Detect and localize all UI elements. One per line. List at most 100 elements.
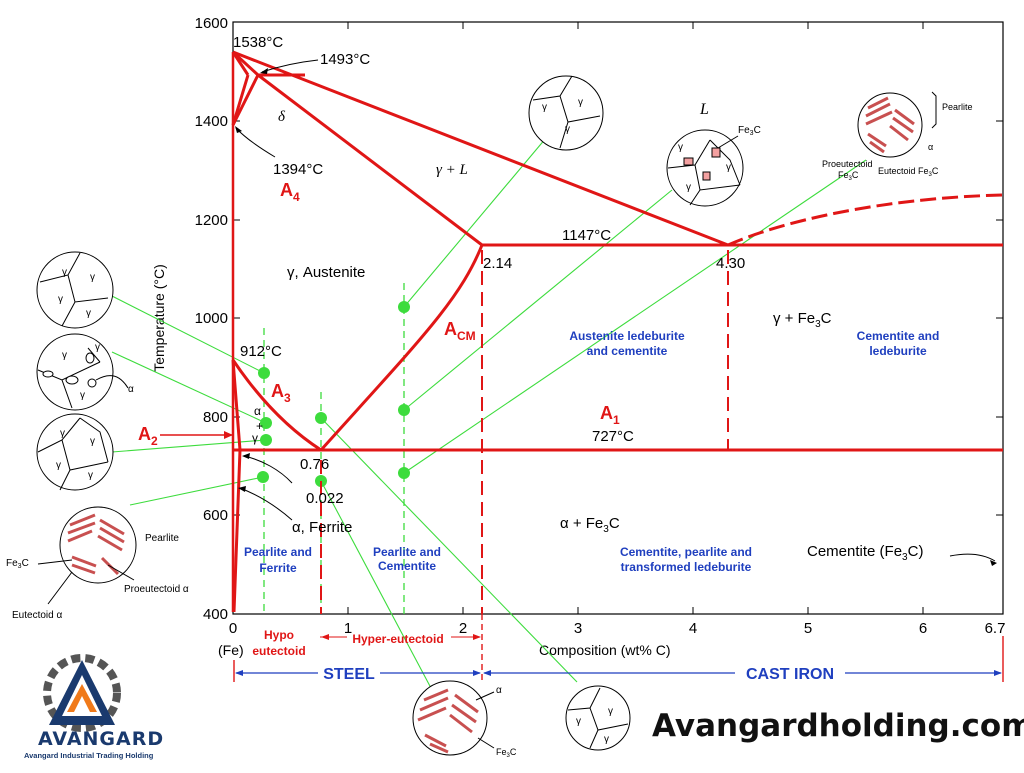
svg-text:γ: γ <box>56 460 61 471</box>
svg-text:γ: γ <box>578 97 583 108</box>
y-tick-label: 1600 <box>195 15 228 32</box>
svg-text:γ: γ <box>95 342 100 353</box>
fe-label: (Fe) <box>218 642 244 658</box>
a2-label: A2 <box>138 424 158 448</box>
x-tick-label: 6.7 <box>985 620 1006 637</box>
x-tick-label: 3 <box>574 620 582 637</box>
alpha-fe3c-label: α + Fe3C <box>560 515 620 535</box>
austenite-label: γ, Austenite <box>287 264 365 281</box>
a3-label: A3 <box>271 381 291 405</box>
svg-text:γ: γ <box>86 308 91 319</box>
sample-point <box>260 417 272 429</box>
phase-boundaries <box>231 50 1004 613</box>
sample-points <box>257 301 410 487</box>
region-pearlite-cementite: Cementite <box>378 559 436 573</box>
microstructures: γ γ γ γ γ γ γ α γ γ γ γ <box>6 75 973 759</box>
y-tick-labels: 400 600 800 1000 1200 1400 1600 <box>195 15 228 623</box>
region-cementite-ledeburite: Cementite and <box>857 329 940 343</box>
svg-text:α: α <box>928 142 933 152</box>
svg-text:Fe3C: Fe3C <box>496 747 517 759</box>
svg-text:γ: γ <box>686 182 691 193</box>
region-cementite-pearlite: Cementite, pearlite and <box>620 545 752 559</box>
logo-name: AVANGARD <box>38 728 165 750</box>
a2-arrow-head <box>224 431 233 439</box>
critical-labels: A4 A3 A2 A1 ACM <box>138 180 620 448</box>
svg-text:γ: γ <box>542 102 547 113</box>
comp-0022: 0.022 <box>306 490 344 507</box>
x-tick-label: 5 <box>804 620 812 637</box>
region-pearlite-ferrite: Pearlite and <box>244 545 312 559</box>
micro-gamma-fe3c: Fe3C γ γ γ <box>666 125 761 207</box>
cementite-label: Cementite (Fe3C) <box>807 543 923 563</box>
x-tick-label: 1 <box>344 620 352 637</box>
sample-point <box>258 367 270 379</box>
avangard-logo-icon <box>43 654 121 732</box>
svg-text:α: α <box>128 384 134 395</box>
y-tick-label: 1200 <box>195 212 228 229</box>
x-tick-label: 2 <box>459 620 467 637</box>
hypo-label: eutectoid <box>252 644 305 658</box>
region-austenite-ledeburite: and cementite <box>587 344 668 358</box>
temp-1394: 1394°C <box>273 161 323 178</box>
sample-point <box>315 412 327 424</box>
svg-text:γ: γ <box>62 267 67 278</box>
temp-727: 727°C <box>592 428 634 445</box>
plus-small-label: + <box>256 419 263 433</box>
svg-text:γ: γ <box>604 734 609 745</box>
region-pearlite-cementite: Pearlite and <box>373 545 441 559</box>
x-tick-label: 0 <box>229 620 237 637</box>
svg-text:Proeutectoid α: Proeutectoid α <box>124 584 189 595</box>
website-url[interactable]: Avangardholding.com <box>652 708 1024 744</box>
hypo-label: Hypo <box>264 628 294 642</box>
x-tick-labels: 0 1 2 3 4 5 6 6.7 <box>229 620 1006 637</box>
temp-1147: 1147°C <box>562 227 611 244</box>
micro-gamma-top: γ γ γ <box>528 75 604 151</box>
gamma-small-label: γ <box>252 431 258 445</box>
a4-label: A4 <box>280 180 300 204</box>
micro-ferrite-austenite: γ γ γ γ <box>36 413 114 491</box>
y-tick-label: 600 <box>203 507 228 524</box>
svg-text:Eutectoid Fe3C: Eutectoid Fe3C <box>878 166 939 178</box>
svg-text:γ: γ <box>576 716 581 727</box>
y-tick-label: 1000 <box>195 310 228 327</box>
svg-text:α: α <box>496 685 502 696</box>
svg-text:γ: γ <box>80 390 85 401</box>
a1-label: A1 <box>600 403 620 427</box>
svg-text:Fe3C: Fe3C <box>6 558 29 570</box>
gamma-fe3c-label: γ + Fe3C <box>773 310 832 330</box>
phase-labels: δ γ + L γ, Austenite γ + Fe3C α + Fe3C α… <box>252 101 923 563</box>
svg-text:γ: γ <box>88 470 93 481</box>
region-pearlite-ferrite: Ferrite <box>259 561 297 575</box>
micro-gamma-alpha: γ γ γ α <box>36 333 134 411</box>
svg-text:γ: γ <box>58 294 63 305</box>
svg-text:Proeutectoid: Proeutectoid <box>822 159 873 169</box>
comp-076: 0.76 <box>300 456 329 473</box>
classification-bands: Hypo eutectoid Hyper-eutectoid STEEL CAS… <box>233 614 1004 683</box>
x-axis-label: Composition (wt% C) <box>539 642 670 658</box>
logo-subtitle: Avangard Industrial Trading Holding <box>24 751 154 760</box>
temp-1538: 1538°C <box>233 34 283 51</box>
svg-text:γ: γ <box>565 124 570 135</box>
svg-text:γ: γ <box>60 428 65 439</box>
delta-label: δ <box>278 109 286 125</box>
svg-text:γ: γ <box>90 436 95 447</box>
svg-text:γ: γ <box>62 350 67 361</box>
temp-912: 912°C <box>240 343 282 360</box>
temp-1493: 1493°C <box>320 51 370 68</box>
svg-text:γ: γ <box>90 272 95 283</box>
svg-text:γ: γ <box>678 142 683 153</box>
point-labels: 1538°C 1493°C 1394°C 912°C 1147°C 727°C … <box>233 34 745 507</box>
svg-text:γ: γ <box>608 706 613 717</box>
sample-point <box>398 467 410 479</box>
steel-label: STEEL <box>323 666 375 683</box>
x-tick-label: 4 <box>689 620 697 637</box>
hyper-label: Hyper-eutectoid <box>352 632 443 646</box>
svg-text:Fe3C: Fe3C <box>738 125 761 137</box>
composition-dividers <box>320 250 729 614</box>
svg-text:Pearlite: Pearlite <box>145 533 179 544</box>
micro-pearlite-ferrite: Pearlite Fe3C Proeutectoid α Eutectoid α <box>6 506 189 621</box>
y-tick-label: 400 <box>203 606 228 623</box>
region-cementite-ledeburite: ledeburite <box>869 344 927 358</box>
